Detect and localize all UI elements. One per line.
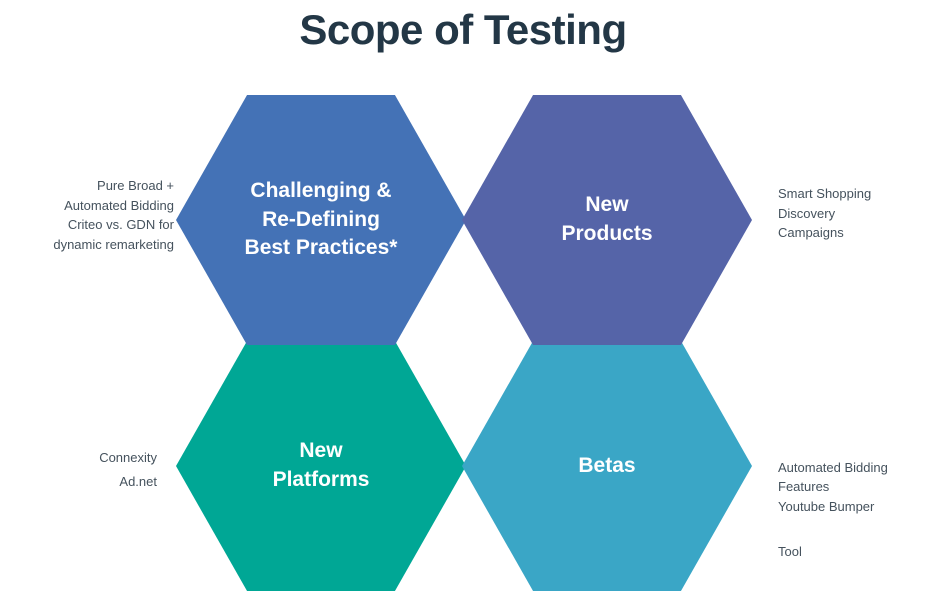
- page-title: Scope of Testing: [299, 6, 627, 53]
- hexagon-challenging-best-practices: Challenging & Re-Defining Best Practices…: [176, 95, 466, 345]
- hexagon-new-platforms: New Platforms: [176, 341, 466, 591]
- hexagon-betas: Betas: [462, 341, 752, 591]
- annotation-automated-bidding-features-part-1: Automated Bidding Features Youtube Bumpe…: [778, 459, 888, 514]
- hexagon-challenging-best-practices-label: Challenging & Re-Defining Best Practices…: [244, 178, 398, 260]
- annotation-connexity-adnet: Connexity Ad.net: [99, 450, 157, 490]
- annotation-automated-bidding-features: Automated Bidding Features Youtube Bumpe…: [778, 438, 933, 581]
- hexagon-betas-label: Betas: [578, 453, 636, 477]
- hexagon-new-products-label: New Products: [561, 193, 653, 245]
- annotation-tool: Tool: [778, 543, 802, 559]
- annotation-smart-shopping-discovery: Smart Shopping Discovery Campaigns: [778, 186, 872, 240]
- hexagon-new-platforms-label: New Platforms: [272, 439, 370, 491]
- hexagon-new-products: New Products: [462, 95, 752, 345]
- annotation-pure-broad-automated-bidding: Pure Broad + Automated Bidding Criteo vs…: [53, 178, 174, 252]
